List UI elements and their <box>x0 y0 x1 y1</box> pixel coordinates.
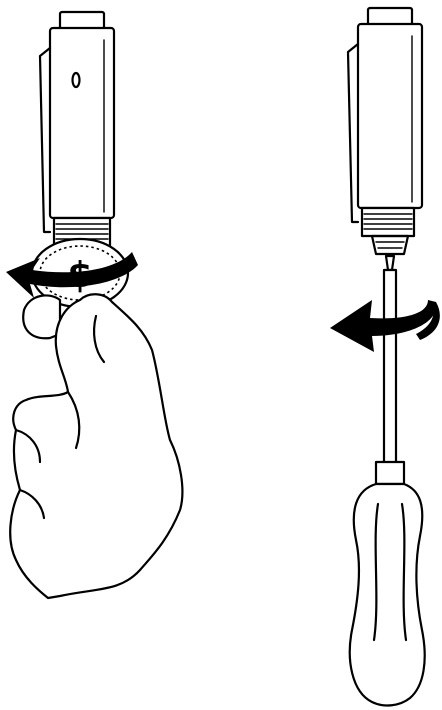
pen-body-right <box>346 6 424 256</box>
pen-indicator-slot <box>71 71 81 89</box>
finger-crease-3 <box>18 488 46 520</box>
rotation-arrow-right <box>330 300 440 352</box>
thumb <box>22 294 62 340</box>
thread-lines-right <box>363 213 413 230</box>
finger-crease-4 <box>66 390 81 450</box>
screwdriver-ferrule <box>374 460 406 486</box>
finger-crease-1 <box>93 314 106 364</box>
screwdriver-tip <box>384 254 396 272</box>
screw-lines <box>375 241 405 249</box>
hand-palm <box>9 293 184 600</box>
finger-crease-2 <box>14 428 42 464</box>
hand-holding-coin <box>9 293 184 600</box>
pen-clip <box>38 46 52 234</box>
pen-thread-section-right <box>360 206 416 238</box>
pen-tip-screw <box>370 234 410 256</box>
rotation-arrow-left <box>6 252 138 298</box>
panel-coin-method: $ <box>6 10 184 600</box>
handle-ridge-2 <box>400 502 408 642</box>
panel-screwdriver-method <box>330 6 440 707</box>
screwdriver-handle <box>348 482 426 707</box>
pen-body-left <box>38 10 116 248</box>
screwdriver-shaft <box>382 268 398 468</box>
pen-clip-right <box>346 42 360 224</box>
handle-ridge-1 <box>372 502 380 642</box>
